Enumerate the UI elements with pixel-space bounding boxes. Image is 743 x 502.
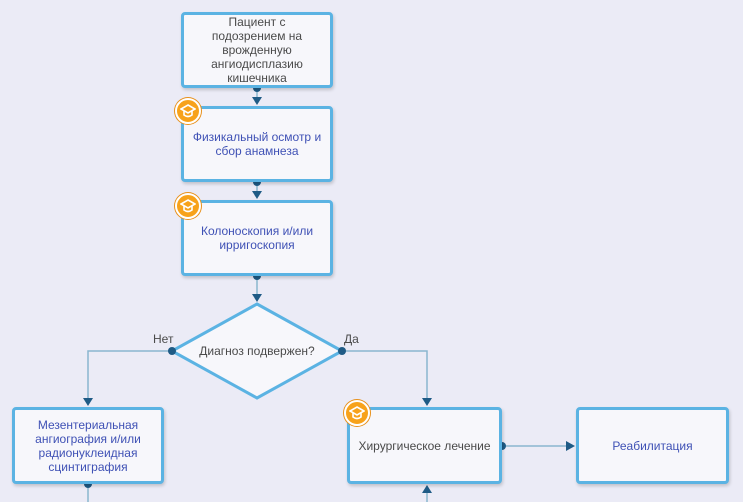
arrow-head [252,294,262,302]
decision-label[interactable]: Диагноз подвержен? [199,344,315,358]
arrow-head [252,97,262,105]
decision-diamond [168,302,346,400]
hat-badge-icon[interactable] [175,98,201,124]
node-physical-exam[interactable]: Физикальный осмотр и сбор анамнеза [181,106,333,182]
node-surgery[interactable]: Хирургическое лечение [347,407,502,484]
edge-no-branch [87,350,172,400]
arrow-head [422,485,432,493]
edge-label-no: Нет [153,332,174,346]
node-mesenteric[interactable]: Мезентериальная ангиография и/или радион… [12,407,164,484]
node-rehab[interactable]: Реабилитация [576,407,729,484]
connector-dot [338,347,346,355]
hat-badge-icon[interactable] [344,400,370,426]
node-patient[interactable]: Пациент с подозрением на врожденную анги… [181,12,333,88]
arrow-head [83,398,93,406]
arrow-head [252,191,262,199]
edge-label-yes: Да [344,332,359,346]
connector-dot [168,347,176,355]
edge-yes-branch [342,350,428,400]
hat-badge-icon[interactable] [175,193,201,219]
node-colonoscopy[interactable]: Колоноскопия и/или ирригоскопия [181,200,333,276]
arrow-head [422,398,432,406]
arrow-head [566,441,575,451]
